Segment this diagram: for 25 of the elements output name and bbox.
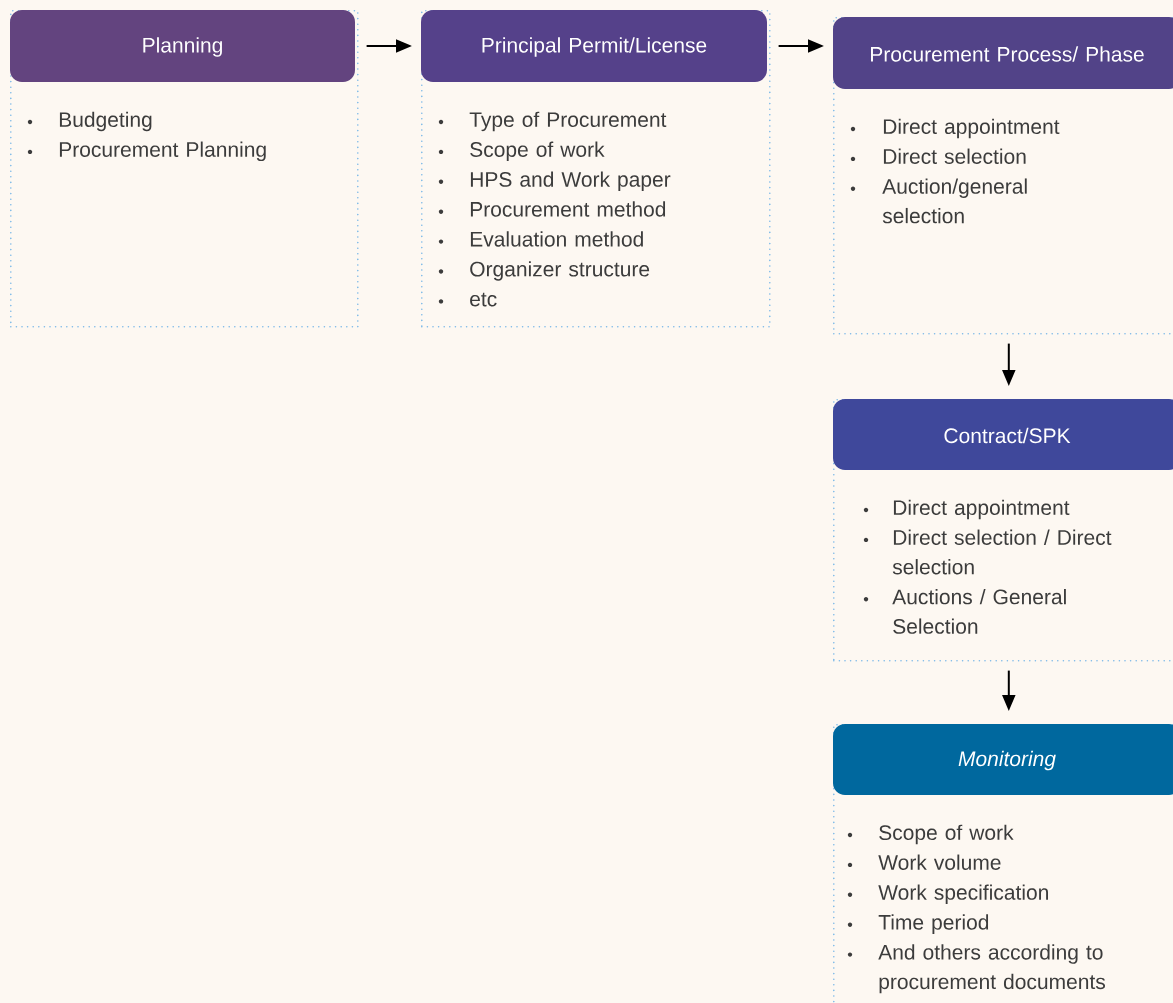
list-item: Time period bbox=[847, 914, 989, 934]
list-item: Direct appointment bbox=[850, 118, 1060, 139]
list-item: Scope of work bbox=[438, 141, 605, 162]
header-box: Planning bbox=[10, 10, 355, 82]
list-item: HPS and Work paper bbox=[438, 171, 671, 191]
list-item: Scope of work bbox=[847, 824, 1014, 845]
list-item: Procurement method bbox=[438, 201, 666, 217]
header-box: Procurement Process/ Phase bbox=[833, 17, 1173, 89]
list-item: Budgeting bbox=[27, 111, 152, 132]
list-item: Work volume bbox=[847, 854, 1001, 870]
header-box: Monitoring bbox=[833, 724, 1173, 795]
header-box: Contract/SPK bbox=[833, 399, 1173, 470]
list-item: Direct appointment bbox=[863, 499, 1070, 520]
list-item: Direct selection / Direct selection bbox=[863, 529, 1112, 575]
list-item: Evaluation method bbox=[438, 231, 643, 247]
list-item: etc bbox=[438, 292, 497, 307]
header-box: Principal Permit/License bbox=[421, 10, 767, 82]
list-item: Auction/general selection bbox=[850, 178, 1027, 224]
list-item: Organizer structure bbox=[438, 261, 650, 281]
list-item: Work specification bbox=[847, 884, 1048, 904]
list-item: Procurement Planning bbox=[27, 141, 266, 162]
list-item: Auctions / General Selection bbox=[863, 588, 1066, 634]
list-item: And others according to procurement documents bbox=[847, 944, 1105, 994]
list-item: Type of Procurement bbox=[438, 111, 667, 132]
list-item: Direct selection bbox=[850, 148, 1026, 164]
